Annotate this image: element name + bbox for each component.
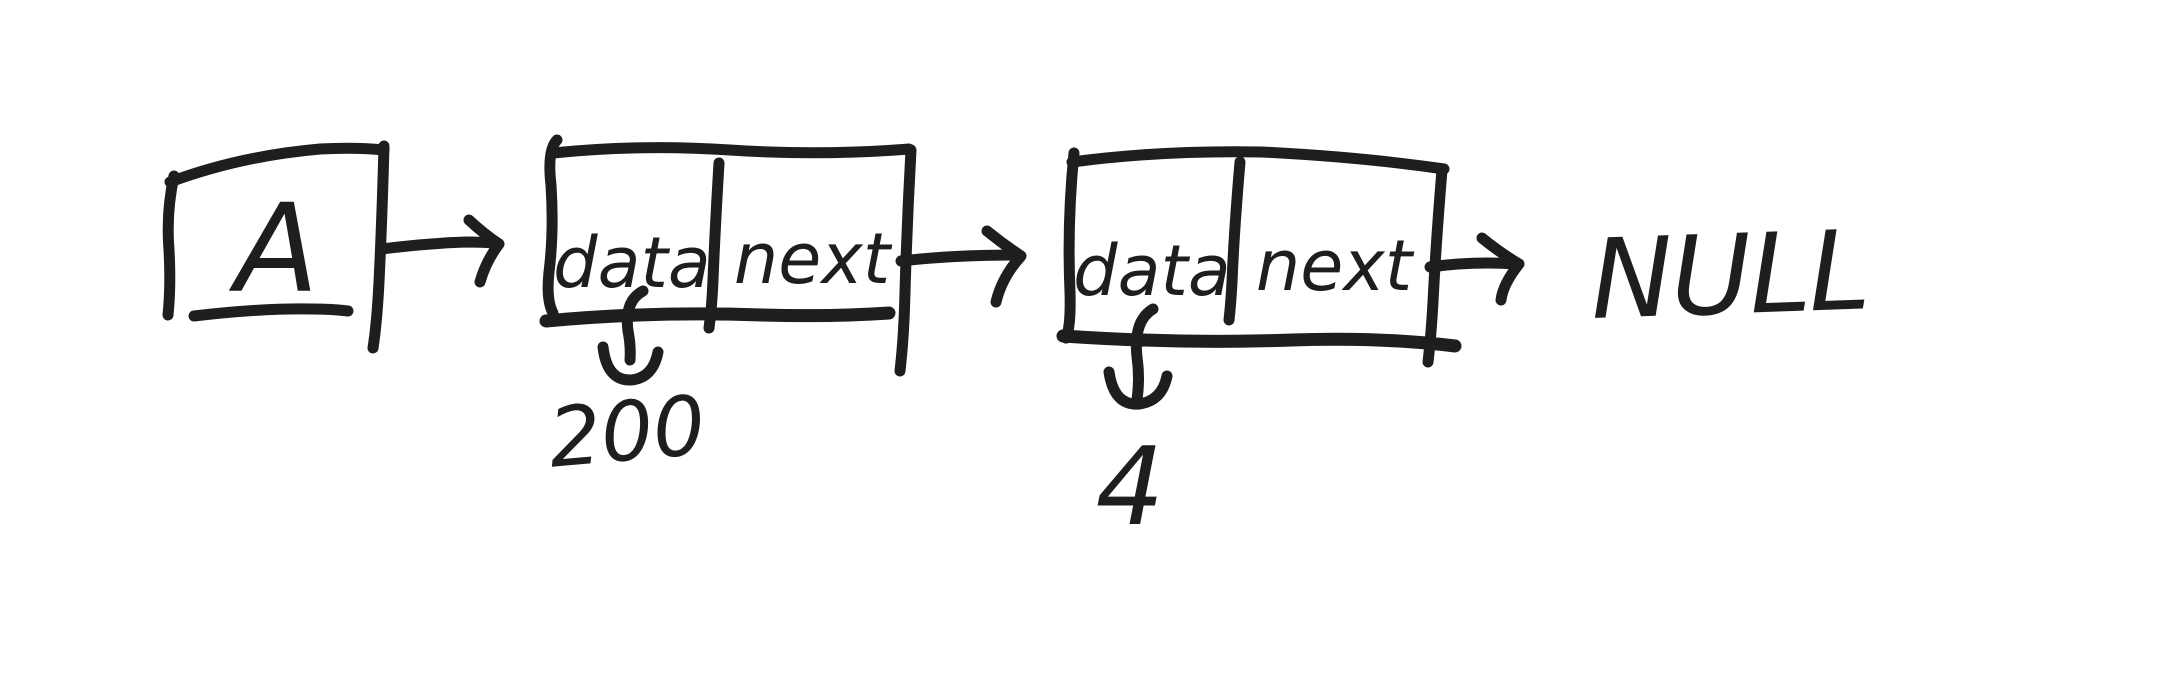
node-1-value: 200 bbox=[545, 378, 709, 486]
node-1-next-label: next bbox=[734, 218, 893, 300]
node-1: data next bbox=[539, 134, 917, 377]
head-box-bottom-stroke bbox=[188, 303, 354, 322]
node-2-value: 4 bbox=[1096, 425, 1165, 550]
head-box-right-stroke bbox=[367, 140, 390, 354]
node-2-data-label: data bbox=[1073, 230, 1231, 312]
head-box-left-stroke bbox=[162, 170, 180, 321]
node-1-value-arrow bbox=[597, 285, 664, 386]
node-2-next-arrow-shaft bbox=[1424, 257, 1523, 273]
node-1-data-label: data bbox=[553, 222, 711, 304]
node-1-next-arrow bbox=[895, 225, 1027, 308]
node-2-bottom-stroke bbox=[1056, 329, 1462, 353]
node-2-value-arrow-shaft bbox=[1130, 303, 1159, 406]
node-1-bottom-stroke bbox=[539, 306, 896, 328]
node-2-next-arrow-head bbox=[1476, 232, 1525, 306]
node-2-next-arrow bbox=[1424, 232, 1525, 306]
node-1-next-arrow-shaft bbox=[895, 249, 1024, 267]
node-1-next-arrow-head bbox=[981, 225, 1027, 308]
node-2-value-arrow-head bbox=[1103, 366, 1173, 410]
node-1-top-stroke bbox=[547, 142, 915, 159]
node-2-left-stroke bbox=[1060, 147, 1080, 344]
node-1-value-arrow-head bbox=[597, 341, 664, 386]
node-2: data next bbox=[1056, 146, 1462, 368]
node-1-left-stroke bbox=[542, 134, 563, 319]
head-box: A bbox=[162, 140, 390, 354]
node-2-divider-stroke bbox=[1223, 156, 1246, 326]
head-pointer-arrow-shaft bbox=[375, 236, 500, 255]
head-pointer-arrow-head bbox=[463, 214, 505, 288]
null-label: NULL bbox=[1588, 206, 1870, 344]
node-1-value-arrow-shaft bbox=[621, 285, 649, 366]
head-pointer-arrow bbox=[375, 214, 505, 288]
node-1-right-stroke bbox=[894, 144, 917, 377]
node-2-next-label: next bbox=[1256, 225, 1415, 307]
head-box-top-stroke bbox=[164, 142, 390, 188]
node-2-value-arrow bbox=[1103, 303, 1173, 410]
node-2-top-stroke bbox=[1066, 146, 1450, 175]
head-label: A bbox=[228, 178, 318, 320]
